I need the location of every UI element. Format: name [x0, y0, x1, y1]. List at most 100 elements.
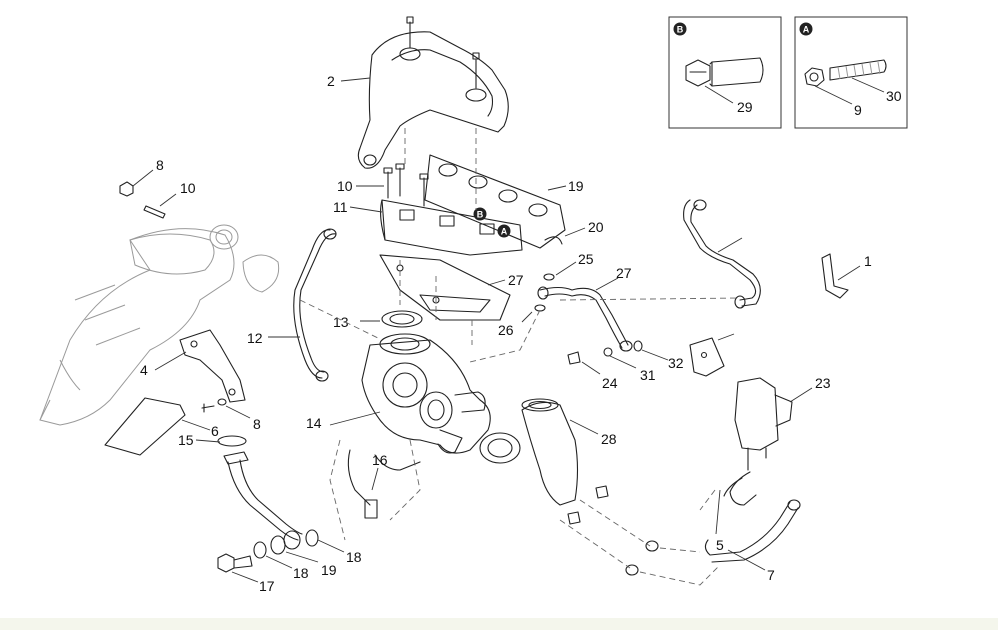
badge-b-main-letter: B	[477, 210, 484, 220]
seal-18-right	[305, 529, 319, 547]
leader-22a	[555, 261, 577, 276]
callout-18b: 18	[293, 565, 309, 581]
leader-9	[159, 193, 177, 207]
bolts-10	[383, 163, 429, 207]
leader-23	[595, 277, 619, 291]
callout-17: 17	[259, 578, 275, 594]
nut-8	[119, 181, 134, 197]
badge-a-main	[497, 224, 511, 238]
bracket-3	[179, 329, 246, 403]
stud-9	[143, 205, 166, 219]
callout-31: 30	[886, 88, 902, 104]
callout-1: 1	[864, 253, 872, 269]
inset-b-badge-letter: B	[677, 25, 684, 35]
banjo-19	[270, 535, 286, 555]
leader-20	[547, 185, 567, 191]
callout-14: 14	[306, 415, 322, 431]
bracket-29	[689, 337, 725, 377]
leader-30	[704, 85, 734, 104]
callout-22b: 26	[498, 322, 514, 338]
seal-27-left	[603, 347, 613, 357]
callout-20: 19	[568, 178, 584, 194]
turbocharger-14	[361, 333, 491, 454]
exhaust-manifold-gasket-20	[424, 154, 566, 249]
fitting-upper	[645, 540, 659, 552]
callout-15: 15	[178, 432, 194, 448]
flange-bolt-30	[685, 57, 764, 87]
callout-9: 10	[180, 180, 196, 196]
callout-25: 23	[815, 375, 831, 391]
callout-12: 12	[247, 330, 263, 346]
callout-11: 11	[333, 199, 348, 215]
leader-19	[285, 551, 319, 563]
leader-29	[717, 333, 735, 341]
seal-18-left	[253, 541, 267, 559]
leader-24	[487, 279, 506, 286]
callout-10: 10	[337, 178, 353, 194]
stud-31	[829, 59, 887, 81]
leader-27b	[641, 349, 669, 361]
pipe-32	[683, 199, 761, 309]
bolt-7	[201, 403, 215, 413]
leader-3	[154, 351, 187, 371]
oil-feed-pipe-23	[537, 286, 633, 352]
assembly-lines	[299, 128, 741, 586]
callout-2: 2	[327, 73, 335, 89]
leader-22b	[521, 311, 533, 323]
leader-16	[371, 467, 379, 491]
bolt-elbow-lower	[567, 511, 581, 525]
exhaust-manifold	[379, 199, 523, 256]
leader-2	[340, 77, 371, 82]
pipe-21	[544, 236, 563, 245]
callout-18a: 18	[346, 549, 362, 565]
leader-14	[329, 411, 381, 426]
callout-6: 7	[767, 567, 775, 583]
callout-8: 8	[156, 157, 164, 173]
leader-27a	[609, 355, 637, 369]
callout-26: 24	[602, 375, 618, 391]
inset-a: A 9 30	[794, 16, 908, 129]
leader-8	[132, 169, 154, 187]
heat-shield-5	[104, 397, 186, 456]
outlet-elbow-28	[521, 398, 579, 506]
leader-31	[851, 77, 885, 93]
callout-8-inset: 9	[854, 102, 862, 118]
fitting-lower	[625, 564, 639, 576]
callout-30: 29	[737, 99, 753, 115]
heat-shield-2	[357, 16, 509, 169]
inset-a-badge	[799, 22, 813, 36]
leader-4	[715, 489, 721, 535]
leader-17	[231, 571, 259, 583]
oil-return-pipe-12	[293, 228, 337, 382]
wastegate-hose-16	[347, 449, 421, 519]
callout-4: 5	[716, 537, 724, 553]
catalytic-converter-ghost	[39, 224, 280, 426]
callout-28: 28	[601, 431, 617, 447]
hose-4	[723, 471, 757, 506]
callout-5: 6	[211, 423, 219, 439]
leader-7	[225, 405, 251, 419]
leader-8-inset	[814, 85, 853, 105]
leader-1	[837, 265, 861, 281]
leader-15	[195, 439, 221, 443]
callout-27b: 32	[668, 355, 684, 371]
leader-11	[349, 206, 383, 213]
reservoir-25	[734, 377, 793, 471]
callout-3: 4	[140, 362, 148, 378]
leader-21	[564, 227, 586, 237]
washer-22-upper	[543, 273, 555, 281]
callout-27a: 31	[640, 367, 656, 383]
callout-16: 16	[372, 452, 388, 468]
callout-7: 8	[253, 416, 261, 432]
coolant-pipe-15	[217, 435, 303, 550]
callout-13: 13	[333, 314, 349, 330]
leader-25	[789, 387, 813, 403]
leader-6	[727, 549, 766, 571]
footer-band	[0, 618, 998, 630]
badge-a-main-letter: A	[501, 227, 508, 237]
leader-32	[717, 237, 743, 253]
leader-18b	[265, 555, 293, 569]
banjo-bolt-17	[217, 553, 253, 573]
callout-23: 27	[616, 265, 632, 281]
leader-18a	[317, 539, 345, 553]
